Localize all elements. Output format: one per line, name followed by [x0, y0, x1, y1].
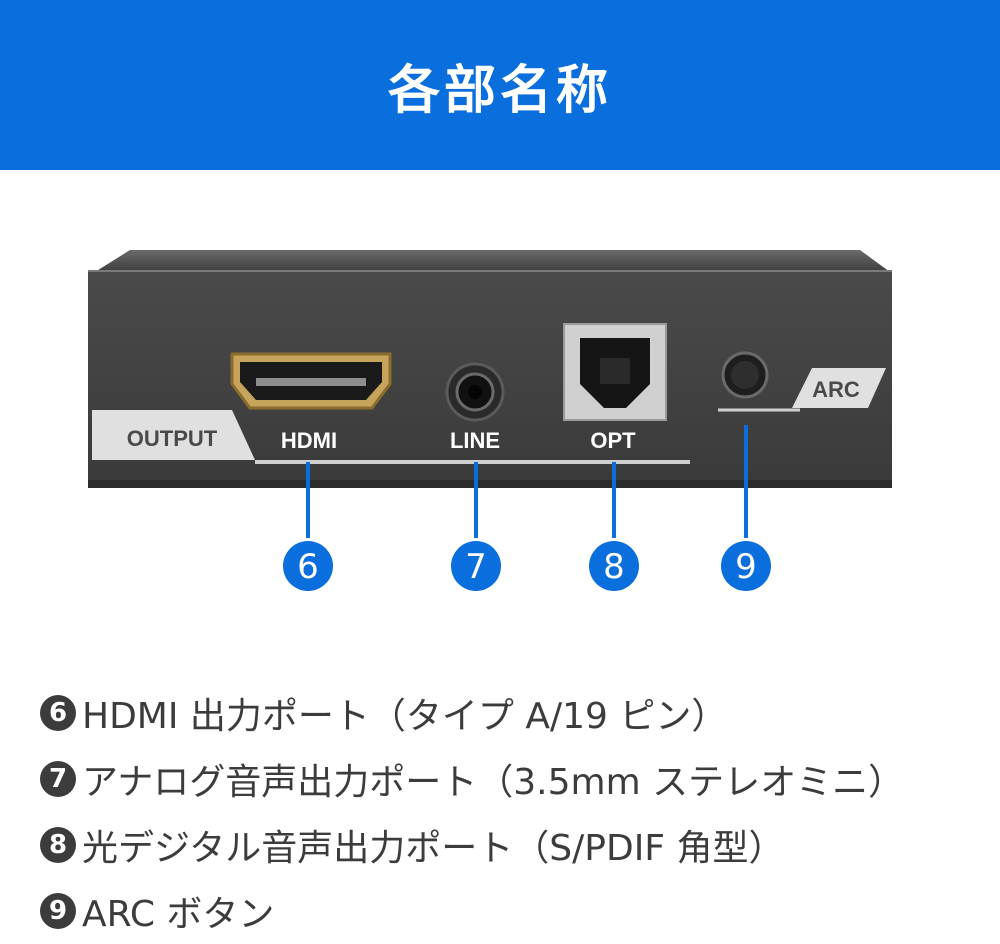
device-illustration: OUTPUT HDMI LINE OPT — [0, 170, 1000, 650]
arc-label: ARC — [812, 377, 860, 402]
number-badge-icon: 6 — [40, 695, 76, 731]
line-port: LINE — [445, 362, 505, 453]
callout-8: 8 — [589, 541, 639, 591]
description-text: ARC ボタン — [82, 894, 275, 935]
callout-number: 9 — [735, 547, 757, 587]
header-banner: 各部名称 — [0, 0, 1000, 170]
description-list: 6 HDMI 出力ポート（タイプ A/19 ピン） 7 アナログ音声出力ポート（… — [40, 680, 990, 944]
number-badge-icon: 7 — [40, 761, 76, 797]
callout-circle-icon — [451, 541, 501, 591]
callout-6: 6 — [283, 541, 333, 591]
callout-number: 6 — [297, 547, 319, 587]
arc-button: ARC — [718, 351, 886, 412]
callout-9: 9 — [721, 541, 771, 591]
line-label: LINE — [450, 428, 500, 453]
hdmi-label: HDMI — [281, 428, 337, 453]
callout-7: 7 — [451, 541, 501, 591]
number-badge-icon: 8 — [40, 827, 76, 863]
description-item-9: 9 ARC ボタン — [40, 878, 990, 944]
description-item-8: 8 光デジタル音声出力ポート（S/PDIF 角型） — [40, 812, 990, 878]
description-text: アナログ音声出力ポート（3.5mm ステレオミニ） — [82, 762, 905, 803]
callout-circle-icon — [283, 541, 333, 591]
output-label-band: OUTPUT — [92, 410, 690, 464]
opt-port: OPT — [563, 323, 667, 453]
number-badge-icon: 9 — [40, 893, 76, 929]
callout-number: 7 — [465, 547, 487, 587]
opt-label: OPT — [590, 428, 636, 453]
hdmi-port: HDMI — [230, 352, 392, 453]
description-item-6: 6 HDMI 出力ポート（タイプ A/19 ピン） — [40, 680, 990, 746]
description-text: HDMI 出力ポート（タイプ A/19 ピン） — [82, 696, 728, 737]
output-label: OUTPUT — [127, 426, 218, 451]
callout-circle-icon — [721, 541, 771, 591]
description-item-7: 7 アナログ音声出力ポート（3.5mm ステレオミニ） — [40, 746, 990, 812]
callout-lines — [306, 425, 748, 538]
callout-number: 8 — [603, 547, 625, 587]
page-title: 各部名称 — [387, 60, 612, 121]
device-svg: OUTPUT HDMI LINE OPT — [88, 250, 892, 591]
callout-circle-icon — [589, 541, 639, 591]
description-text: 光デジタル音声出力ポート（S/PDIF 角型） — [82, 828, 785, 869]
